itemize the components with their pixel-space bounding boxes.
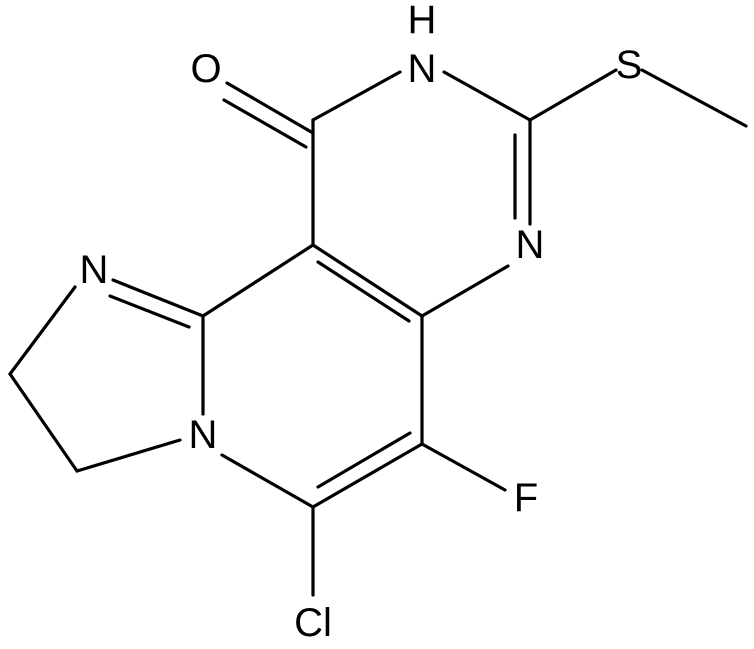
bond-ch2-ch2: [8, 372, 79, 473]
bond-c9a-c4a: [201, 243, 315, 318]
bond-n-ch2-upper: [8, 285, 77, 376]
bond-c7-nbridge: [220, 453, 315, 509]
bond-c4a-c8a-outer: [311, 243, 424, 318]
atom-labels: O H N S N N N F Cl: [80, 0, 643, 645]
bond-c9a-n-outer: [111, 278, 205, 318]
atom-nh-nitrogen: N: [408, 47, 437, 91]
bond-c2-s: [528, 68, 618, 122]
bond-c8-f: [420, 442, 507, 492]
bond-carbonyl-inner: [222, 98, 308, 149]
atom-nh-hydrogen: H: [408, 0, 437, 42]
atom-chlorine: Cl: [294, 601, 332, 645]
atom-imidazoline-nitrogen: N: [80, 248, 109, 292]
bond-c9a-n-inner: [108, 294, 191, 329]
atom-oxygen: O: [190, 47, 221, 91]
bond-c4-n3: [311, 70, 402, 122]
bond-s-methyl: [640, 68, 748, 128]
bond-n1-c8a: [420, 264, 510, 318]
bonds: [8, 68, 748, 597]
bond-c8-c7-outer: [311, 442, 424, 509]
atom-sulfur: S: [616, 43, 643, 87]
bond-carbonyl-outer: [225, 81, 315, 135]
bond-ch2-nbridge: [75, 438, 182, 473]
bond-n3-c2: [442, 70, 532, 122]
atom-pyrimidine-nitrogen: N: [516, 223, 545, 267]
atom-fluorine: F: [514, 476, 538, 520]
bond-c4a-c8a-inner: [316, 260, 411, 323]
bond-c8-c7-inner: [316, 431, 412, 489]
atom-bridge-nitrogen: N: [189, 413, 218, 457]
